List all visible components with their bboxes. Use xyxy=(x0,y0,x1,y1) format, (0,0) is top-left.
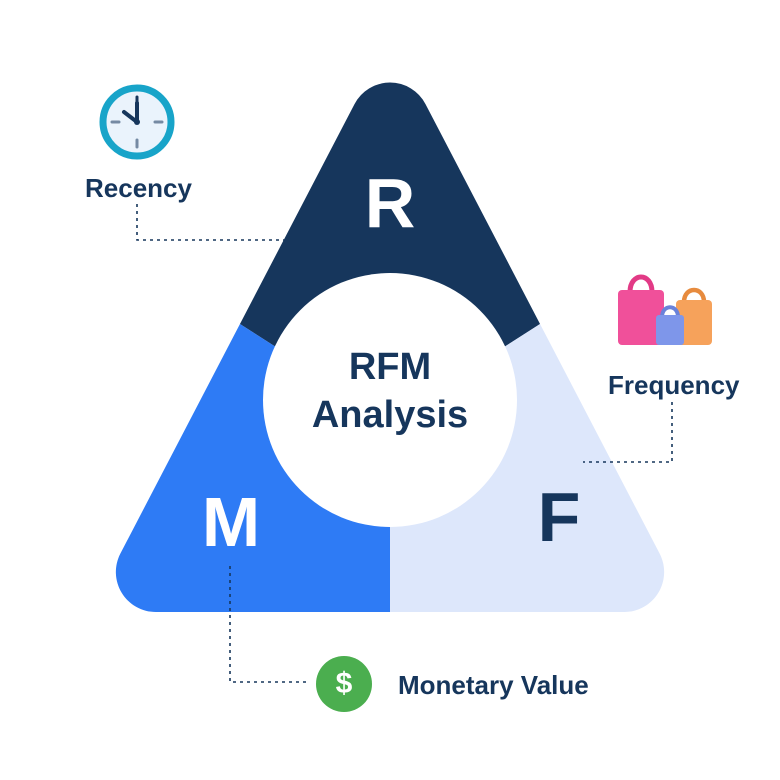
segment-letter-frequency: F xyxy=(537,478,581,556)
segment-letter-monetary: M xyxy=(201,483,261,561)
clock-icon xyxy=(95,80,179,164)
diagram-title: RFM Analysis xyxy=(240,344,540,439)
shopping-bags-graphic xyxy=(618,274,712,345)
dollar-symbol: $ xyxy=(335,667,353,700)
monetary-connector-line xyxy=(229,566,310,683)
segment-letter-recency: R xyxy=(364,164,416,242)
monetary-value-label: Monetary Value xyxy=(398,670,589,700)
shopping-bags-icon xyxy=(606,258,718,348)
recency-label: Recency xyxy=(85,173,192,203)
frequency-connector-line xyxy=(583,402,673,463)
clock-icon-graphic xyxy=(99,84,175,160)
diagram-title-line2: Analysis xyxy=(311,393,469,436)
dollar-icon: $ xyxy=(316,656,372,712)
frequency-label: Frequency xyxy=(608,370,740,400)
center-circle xyxy=(263,273,517,527)
diagram-title-line1: RFM xyxy=(348,346,432,388)
recency-connector-line xyxy=(136,204,284,241)
